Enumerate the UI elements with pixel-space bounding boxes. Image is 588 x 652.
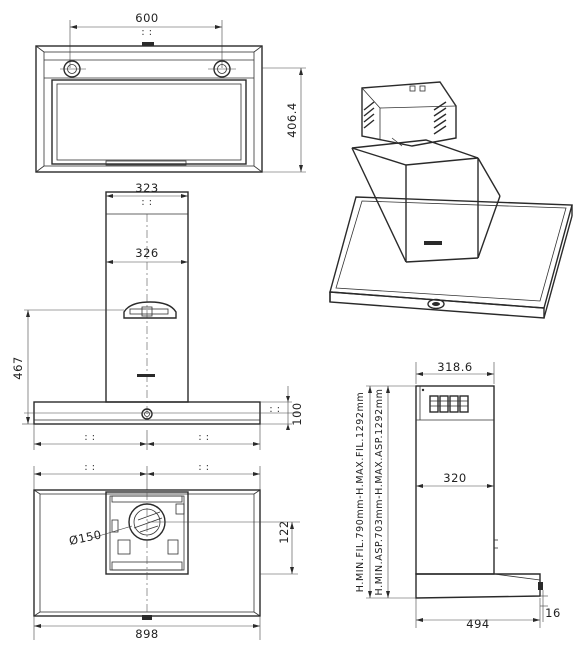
duct-diameter-label: Ø150 [68, 527, 103, 548]
chimney-outer-width-label: 323 [135, 181, 158, 195]
svg-text:: :: : : [198, 432, 209, 443]
canopy-height-label: 100 [290, 402, 304, 425]
canopy-thickness-label: 16 [545, 606, 561, 620]
profile-view: 318.6 320 494 [355, 360, 561, 631]
elevation-view: 323 : : 326 467 : : [11, 181, 304, 450]
profile-top-width-label: 318.6 [437, 360, 472, 374]
offset-122-label: 122 [277, 520, 291, 543]
profile-vent-grille [429, 395, 469, 413]
svg-text:: :: : : [84, 432, 95, 443]
svg-text:: :: : : [198, 462, 209, 473]
front-view: 600 : : 406.4 [35, 11, 306, 173]
svg-text:: :: : : [84, 462, 95, 473]
svg-text:: :: : : [141, 197, 152, 208]
vent-slots-left [363, 101, 375, 129]
profile-mid-width-label: 320 [443, 471, 466, 485]
total-width-label: 898 [135, 627, 158, 641]
isometric-view [329, 81, 573, 319]
svg-text:: :: : : [269, 404, 280, 415]
height-note-filter: H.MIN.FIL.790mm-H.MAX.FIL.1292mm [355, 392, 366, 592]
bottom-view: : : : : Ø150 122 [33, 462, 300, 641]
svg-text:: :: : : [141, 27, 152, 38]
profile-depth-label: 494 [466, 617, 489, 631]
front-height-label: 406.4 [285, 102, 299, 137]
height-note-aspiration: H.MIN.ASP.703mm-H.MAX.ASP.1292mm [374, 389, 385, 596]
vent-slots-right [433, 101, 447, 135]
front-width-label: 600 [135, 11, 158, 25]
vertical-467-label: 467 [11, 356, 25, 379]
